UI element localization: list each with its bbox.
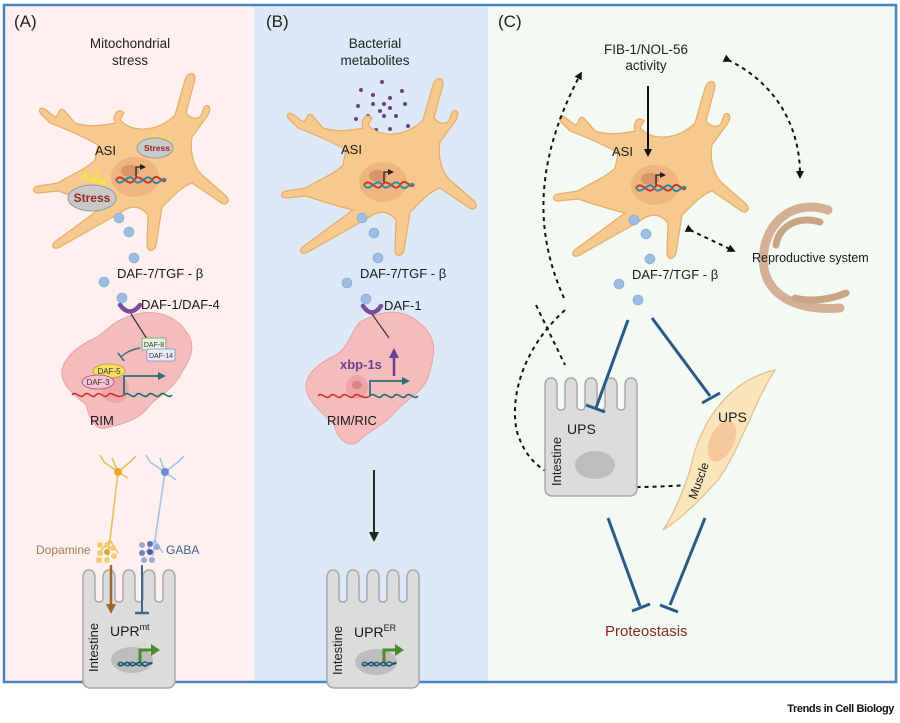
daf8-label: DAF-8 [144,342,164,349]
daf7-ligand-dots-a [98,212,140,304]
panel-c-background [488,5,895,682]
dopamine-label: Dopamine [36,543,91,557]
panel-c-title-line1: FIB-1/NOL-56 [604,42,688,57]
daf3-label: DAF-3 [86,378,110,387]
reproductive-system [758,202,850,313]
daf7-ligand-dots-c [613,214,656,306]
xbp1s-label: xbp-1s [340,357,382,372]
asi-label-c: ASI [612,144,633,159]
panel-c: (C) FIB-1/NOL-56 activity ASI Reproducti… [498,12,869,640]
uprer-label: UPRER [354,623,397,640]
panel-a: (A) Mitochondrial stress ASI Stress Stre… [14,12,228,689]
ups-muscle-label: UPS [718,409,747,425]
receptor-label-a: DAF-1/DAF-4 [141,297,220,312]
journal-credit: Trends in Cell Biology [787,703,894,715]
reproductive-system-label: Reproductive system [752,251,869,265]
asi-label-b: ASI [341,142,362,157]
panel-a-letter: (A) [14,12,37,31]
inhibition-lines [585,317,721,614]
ligand-label-b: DAF-7/TGF - β [360,266,446,281]
daf14-label: DAF-14 [149,353,173,360]
panel-b-title-line1: Bacterial [349,36,402,51]
panel-a-title-line2: stress [112,53,148,68]
rim-ric-cell [305,311,435,445]
asi-label-a: ASI [95,143,116,158]
mitochondrion-stress-large: Stress [67,170,117,212]
receptor-daf1-daf4 [117,302,143,314]
receptor-daf1 [360,303,384,315]
panel-b-title-line2: metabolites [340,53,409,68]
figure-frame [2,3,898,684]
ligand-label-c: DAF-7/TGF - β [632,267,718,282]
gaba-label: GABA [166,543,199,557]
uprmt-label: UPRmt [110,622,150,639]
stress-label-large: Stress [74,191,111,205]
panel-a-title-line1: Mitochondrial [90,36,170,51]
mitochondrion-stress-small: Stress [136,132,174,159]
ups-intestine-label: UPS [567,421,596,437]
panel-c-title-line2: activity [625,58,667,73]
rim-label: RIM [90,413,114,428]
dashed-feedback-arrows [513,54,804,489]
stress-label-small: Stress [144,143,170,153]
intestine-label-c: Intestine [549,437,564,486]
rim-ric-label: RIM/RIC [327,413,377,428]
gaba-vesicles [139,541,160,563]
ligand-label-a: DAF-7/TGF - β [117,266,203,281]
intestine-label-b: Intestine [330,626,345,675]
proteostasis-label: Proteostasis [605,623,688,640]
panel-b: (B) Bacterial metabolites ASI DAF-7/TGF … [266,12,476,689]
panel-b-letter: (B) [266,12,289,31]
receptor-label-b: DAF-1 [384,298,422,313]
daf5-label: DAF-5 [97,367,121,376]
daf7-ligand-dots-b [341,212,384,305]
panel-c-letter: (C) [498,12,522,31]
dopamine-vesicles [96,542,117,563]
intestine-label-a: Intestine [86,623,101,672]
